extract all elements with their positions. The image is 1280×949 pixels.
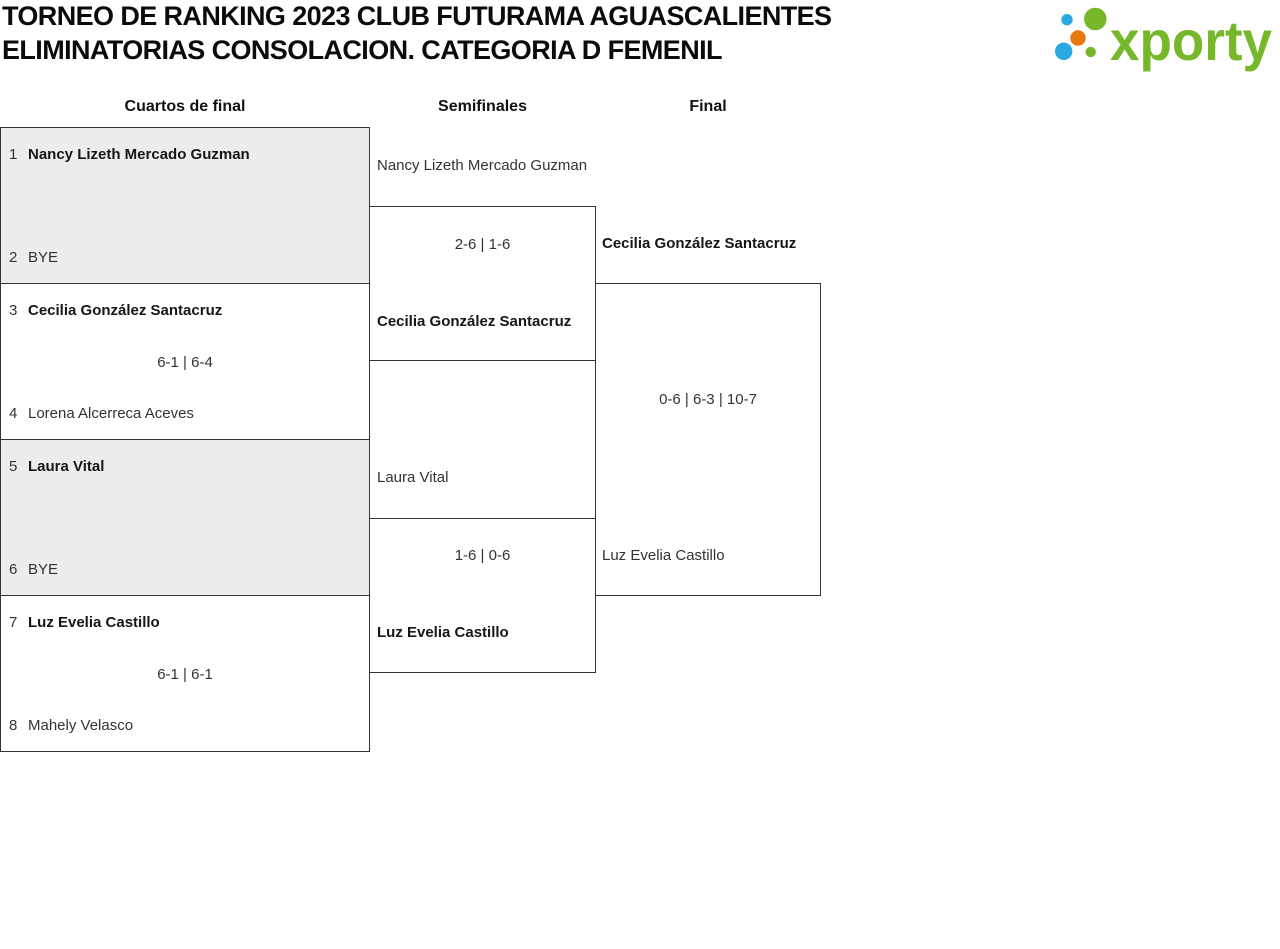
title-line-1: TORNEO DE RANKING 2023 CLUB FUTURAMA AGU… xyxy=(2,1,832,31)
round-header-cuartos: Cuartos de final xyxy=(124,98,246,115)
logo-dot-blue-small-icon xyxy=(1061,14,1073,26)
match-score: 6-1 | 6-4 xyxy=(157,354,213,371)
match-row: 1 Nancy Lizeth Mercado Guzman xyxy=(9,145,250,165)
player-name: Nancy Lizeth Mercado Guzman xyxy=(28,146,250,163)
player-name: Laura Vital xyxy=(28,458,105,475)
xporty-logo: xporty xyxy=(1055,7,1272,72)
player-name: Cecilia González Santacruz xyxy=(28,302,223,319)
seed-number: 7 xyxy=(9,614,18,631)
logo-dot-orange-icon xyxy=(1070,30,1086,46)
match-score: 1-6 | 0-6 xyxy=(454,547,511,564)
player-name: BYE xyxy=(28,249,59,266)
match-score: 0-6 | 6-3 | 10-7 xyxy=(659,391,757,408)
match-row: 6 BYE xyxy=(9,560,58,580)
seed-number: 4 xyxy=(9,405,18,422)
match-box-qf4: 7 Luz Evelia Castillo 6-1 | 6-1 8 Mahely V… xyxy=(0,595,370,752)
match-row: 2 BYE xyxy=(9,248,58,268)
round-header-semifinales: Semifinales xyxy=(438,98,527,115)
player-name: Cecilia González Santacruz xyxy=(602,235,797,252)
match-box-qf1: 1 Nancy Lizeth Mercado Guzman 2 BYE xyxy=(0,127,370,284)
seed-number: 2 xyxy=(9,249,18,266)
logo-wordmark: xporty xyxy=(1110,9,1272,72)
logo-dot-blue-large-icon xyxy=(1055,42,1073,60)
logo-dot-green-large-icon xyxy=(1084,7,1107,31)
title-line-2: ELIMINATORIAS CONSOLACION. CATEGORIA D F… xyxy=(2,35,723,65)
match-row: 8 Mahely Velasco xyxy=(9,716,133,736)
player-name: Laura Vital xyxy=(377,469,449,486)
player-name: Lorena Alcerreca Aceves xyxy=(28,405,194,422)
player-name: Luz Evelia Castillo xyxy=(602,547,725,564)
player-name: Mahely Velasco xyxy=(28,717,134,734)
round-header-final: Final xyxy=(689,98,727,115)
player-name: Nancy Lizeth Mercado Guzman xyxy=(377,157,588,174)
page-title: TORNEO DE RANKING 2023 CLUB FUTURAMA AGU… xyxy=(2,0,832,67)
match-score: 6-1 | 6-1 xyxy=(157,666,213,683)
seed-number: 5 xyxy=(9,458,18,475)
match-row: 3 Cecilia González Santacruz xyxy=(9,301,222,321)
match-box-qf3: 5 Laura Vital 6 BYE xyxy=(0,439,370,596)
logo-dot-green-small-icon xyxy=(1085,46,1096,58)
match-box-sf2 xyxy=(369,518,596,673)
match-row: 4 Lorena Alcerreca Aceves xyxy=(9,404,194,424)
match-row: 7 Luz Evelia Castillo xyxy=(9,613,160,633)
player-name: Luz Evelia Castillo xyxy=(377,624,509,641)
match-score: 2-6 | 1-6 xyxy=(454,236,511,253)
match-row: 5 Laura Vital xyxy=(9,457,104,477)
player-name: Luz Evelia Castillo xyxy=(28,614,160,631)
seed-number: 8 xyxy=(9,717,18,734)
seed-number: 1 xyxy=(9,146,18,163)
player-name: Cecilia González Santacruz xyxy=(377,313,572,330)
match-box-final xyxy=(595,283,821,596)
seed-number: 6 xyxy=(9,561,18,578)
match-box-sf1 xyxy=(369,206,596,361)
seed-number: 3 xyxy=(9,302,18,319)
player-name: BYE xyxy=(28,561,59,578)
